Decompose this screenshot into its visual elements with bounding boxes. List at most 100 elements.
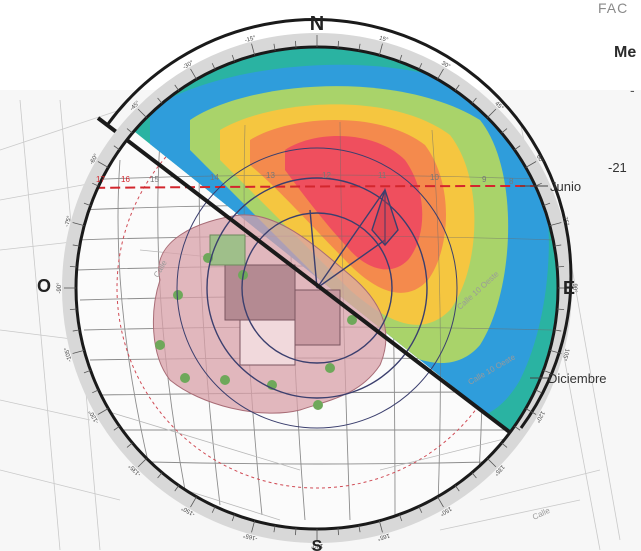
compass-tick: [92, 182, 99, 187]
compass-ticks: [64, 35, 570, 541]
compass-tick: [113, 425, 120, 431]
compass-tick: [92, 389, 99, 394]
compass-tick: [418, 506, 423, 513]
compass-tick: [97, 408, 109, 415]
compass-tick: [554, 329, 562, 332]
compass-tick: [83, 202, 91, 206]
compass-tick: [137, 108, 147, 118]
hour-label: 12: [322, 171, 331, 180]
section-value: -21: [608, 160, 627, 175]
compass-tick: [126, 442, 133, 448]
compass-tick: [378, 43, 383, 56]
compass-tick: [211, 63, 216, 70]
compass-tick: [273, 43, 276, 51]
section-dash: -: [630, 82, 635, 98]
hour-label: 15: [150, 175, 159, 184]
compass-tick: [137, 458, 147, 468]
compass-tick-label: 180°: [310, 542, 323, 548]
compass-tick: [157, 472, 163, 479]
site-plan: [153, 214, 387, 414]
compass-tick: [487, 458, 497, 468]
compass-tick-label: 120°: [534, 410, 546, 424]
hour-label: 13: [266, 171, 275, 180]
compass-tick: [543, 202, 551, 206]
hour-labels: 17 16 15 14 13 12 11 10 9 8: [96, 171, 514, 186]
compass-tick: [294, 528, 297, 536]
compass-tick: [126, 128, 133, 134]
compass-tick: [543, 370, 551, 374]
compass-tick-label: -15°: [244, 35, 257, 44]
compass-tick: [525, 408, 537, 415]
compass-tick-label: -165°: [242, 531, 258, 541]
compass-tick: [113, 145, 120, 151]
compass-tick: [190, 68, 197, 80]
compass-tick-label: 45°: [493, 101, 504, 112]
compass-tick-label: 60°: [535, 154, 545, 165]
compass-tick: [454, 485, 460, 492]
hour-label: 17: [96, 175, 105, 184]
compass-tick-label: 15°: [378, 36, 389, 44]
compass-tick: [72, 244, 80, 247]
compass-tick: [69, 265, 77, 268]
compass-tick-label: -105°: [64, 346, 74, 362]
south-label: S: [312, 538, 323, 551]
compass-tick: [72, 222, 85, 227]
compass-tick-label: -90°: [57, 282, 63, 294]
compass-tick: [549, 222, 562, 227]
compass-tick: [557, 265, 565, 268]
compass-tick: [418, 63, 423, 70]
compass-tick: [251, 43, 256, 56]
compass-tick: [69, 308, 77, 311]
east-label: E: [563, 278, 575, 298]
compass-tick: [487, 108, 497, 118]
compass-tick: [174, 485, 180, 492]
compass-tick: [294, 40, 297, 48]
compass-tick: [471, 97, 477, 104]
compass-tick: [157, 97, 163, 104]
hour-label: 10: [430, 173, 439, 182]
compass-tick: [211, 506, 216, 513]
compass-tick: [72, 329, 80, 332]
compass-tick: [501, 128, 508, 134]
hour-label: 8: [509, 177, 514, 186]
compass-tick-label: 90°: [571, 283, 577, 293]
compass-tick: [535, 389, 542, 394]
compass-tick: [554, 244, 562, 247]
compass-tick: [549, 349, 562, 354]
section-header: FAC: [598, 0, 629, 16]
compass-tick: [231, 54, 235, 62]
compass-tick: [437, 496, 444, 508]
june-label: Junio: [550, 179, 581, 194]
sight-circles: [176, 147, 458, 429]
compass-tick-label: 165°: [376, 532, 390, 541]
december-label: Diciembre: [548, 371, 607, 386]
compass-tick: [97, 161, 109, 168]
solstice-divider-line: [96, 116, 522, 442]
compass-tick: [190, 496, 197, 508]
compass-tick: [378, 520, 383, 533]
compass-tick: [231, 514, 235, 522]
compass-tick: [525, 161, 537, 168]
compass-tick: [337, 528, 340, 536]
compass-tick: [251, 520, 256, 533]
compass-tick: [273, 525, 276, 533]
compass-tick-label: 75°: [561, 216, 569, 227]
compass-tick-label: 150°: [438, 505, 452, 517]
section-subtitle: Me: [614, 44, 637, 61]
compass-tick: [83, 370, 91, 374]
compass-tick: [358, 525, 361, 533]
compass-tick: [399, 54, 403, 62]
compass-tick: [557, 308, 565, 311]
hour-label: 14: [210, 173, 219, 182]
compass-tick: [72, 349, 85, 354]
compass-tick: [337, 40, 340, 48]
june-sun-path: [79, 185, 541, 189]
compass-tick: [454, 84, 460, 91]
compass-tick: [514, 425, 521, 431]
compass-tick-label: -75°: [64, 215, 73, 228]
hour-label: 16: [121, 175, 130, 184]
north-label: N: [310, 13, 324, 35]
compass-tick: [501, 442, 508, 448]
hour-label: 9: [482, 175, 487, 184]
